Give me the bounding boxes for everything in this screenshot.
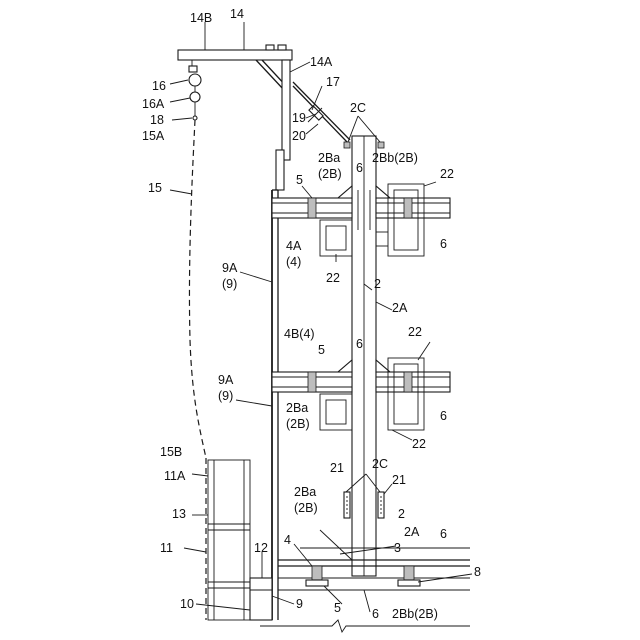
column-9 (272, 190, 278, 620)
label-2Ba-mid: 2Ba (286, 401, 308, 415)
label-9-1: (9) (222, 277, 237, 291)
label-3: 3 (394, 541, 401, 555)
label-17: 17 (326, 75, 340, 89)
jib-mast-14A (282, 60, 290, 160)
label-8: 8 (474, 565, 481, 579)
label-16A: 16A (142, 97, 165, 111)
bracket-22-mid-right (388, 358, 424, 430)
label-2Ba-top: 2Ba (318, 151, 340, 165)
jib-brace (256, 60, 284, 90)
hook-16A (190, 92, 200, 102)
label-9A-1: 9A (222, 261, 238, 275)
label-2A-2: 2A (404, 525, 420, 539)
splice-5-mid (308, 372, 316, 392)
label-21-a: 21 (330, 461, 344, 475)
label-2Bb-top: 2Bb(2B) (372, 151, 418, 165)
splice-5-top (308, 198, 316, 218)
label-2B-top: (2B) (318, 167, 342, 181)
label-22-top: 22 (440, 167, 454, 181)
label-9-2: (9) (218, 389, 233, 403)
base-frame-12 (250, 578, 272, 620)
label-2A-1: 2A (392, 301, 408, 315)
label-5-low: 5 (334, 601, 341, 615)
beam-6-top (376, 198, 450, 218)
cable-15 (189, 120, 206, 458)
label-22-mid2: 22 (412, 437, 426, 451)
label-6-top: 6 (356, 161, 363, 175)
label-11: 11 (160, 541, 173, 555)
jib-beam (178, 50, 292, 60)
label-9: 9 (296, 597, 303, 611)
lift-tower-11 (208, 460, 272, 620)
label-4A: 4A (286, 239, 302, 253)
label-21-b: 21 (392, 473, 406, 487)
label-13: 13 (172, 507, 186, 521)
label-2Ba-low: 2Ba (294, 485, 316, 499)
bracket-22-right (388, 184, 424, 256)
label-14B: 14B (190, 11, 212, 25)
label-19: 19 (292, 111, 306, 125)
label-15B: 15B (160, 445, 182, 459)
label-20: 20 (292, 129, 306, 143)
label-2C-top: 2C (350, 101, 366, 115)
label-6-r2: 6 (440, 409, 447, 423)
label-6-low: 6 (440, 527, 447, 541)
label-2C-mid: 2C (372, 457, 388, 471)
label-4-low: 4 (284, 533, 291, 547)
label-9A-2: 9A (218, 373, 234, 387)
label-18: 18 (150, 113, 164, 127)
label-6-mid: 6 (356, 337, 363, 351)
label-10: 10 (180, 597, 194, 611)
label-22-mid: 22 (408, 325, 422, 339)
bracket-22-mid-left (320, 394, 352, 430)
label-6-bot: 6 (372, 607, 379, 621)
bracket-22-left (320, 220, 352, 256)
label-2Bb-bot: 2Bb(2B) (392, 607, 438, 621)
label-6-r1: 6 (440, 237, 447, 251)
label-11A: 11A (164, 469, 186, 483)
label-4-a: (4) (286, 255, 301, 269)
label-14: 14 (230, 7, 244, 21)
label-15: 15 (148, 181, 162, 195)
beam-6-mid (376, 372, 450, 392)
break-line (260, 620, 470, 632)
jib-crane-14 (178, 45, 292, 190)
label-14A: 14A (310, 55, 333, 69)
label-5-top: 5 (296, 173, 303, 187)
label-22-b: 22 (326, 271, 340, 285)
label-15A: 15A (142, 129, 165, 143)
jack-8 (404, 566, 414, 580)
label-2-2: 2 (398, 507, 405, 521)
hoist-16 (189, 74, 201, 86)
label-4B: 4B(4) (284, 327, 315, 341)
label-2B-mid: (2B) (286, 417, 310, 431)
label-2-1: 2 (374, 277, 381, 291)
label-16: 16 (152, 79, 166, 93)
label-12: 12 (254, 541, 268, 555)
label-2B-low: (2B) (294, 501, 318, 515)
label-5-mid: 5 (318, 343, 325, 357)
